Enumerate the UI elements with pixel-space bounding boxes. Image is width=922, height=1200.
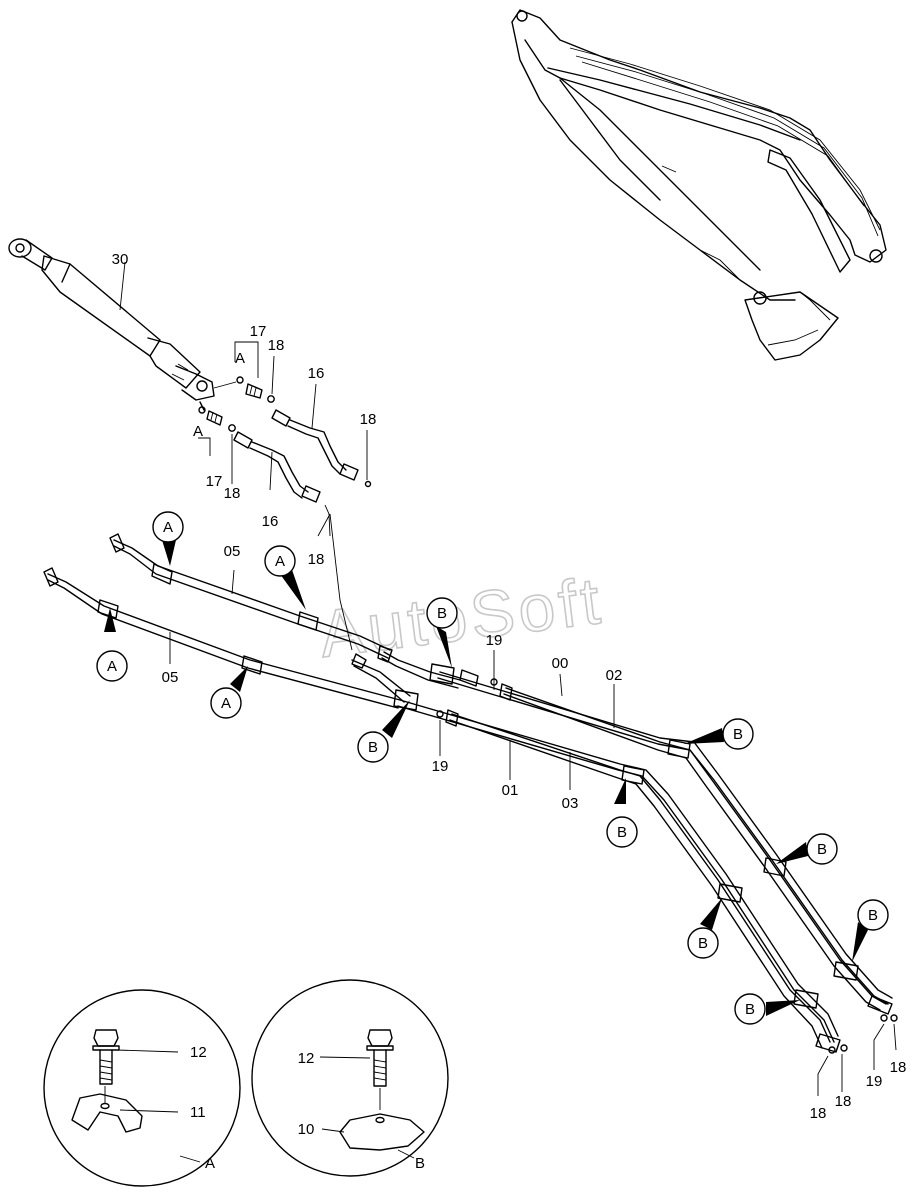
callout-tag-b: B bbox=[606, 816, 638, 848]
part-label: A bbox=[193, 423, 203, 440]
part-label: 17 bbox=[250, 323, 267, 340]
callout-pointers bbox=[104, 540, 868, 1016]
callout-tag-a: A bbox=[264, 545, 296, 577]
callout-tag-b: B bbox=[857, 899, 889, 931]
part-label: 02 bbox=[606, 667, 623, 684]
detail-view-caption: B bbox=[415, 1155, 425, 1172]
part-label: 19 bbox=[486, 632, 503, 649]
part-label: 19 bbox=[866, 1073, 883, 1090]
detail-view-a: 12 11 A bbox=[43, 989, 241, 1187]
svg-text:B: B bbox=[817, 841, 827, 858]
callout-tag-b: B bbox=[357, 731, 389, 763]
excavator-boom-arm-overview bbox=[511, 9, 887, 361]
part-label: 18 bbox=[224, 485, 241, 502]
callout-tag-b: B bbox=[426, 597, 458, 629]
part-label: 16 bbox=[308, 365, 325, 382]
detail-view-caption: A bbox=[205, 1155, 215, 1172]
svg-text:B: B bbox=[617, 824, 627, 841]
svg-text:B: B bbox=[745, 1001, 755, 1018]
part-label: 18 bbox=[890, 1059, 907, 1076]
long-pipes bbox=[119, 261, 898, 1096]
callout-tag-a: A bbox=[210, 687, 242, 719]
svg-text:B: B bbox=[698, 935, 708, 952]
arm-cylinder bbox=[8, 238, 215, 401]
part-label: 01 bbox=[502, 782, 519, 799]
svg-text:A: A bbox=[221, 695, 231, 712]
part-label: 10 bbox=[298, 1121, 315, 1138]
callout-tag-a: A bbox=[96, 650, 128, 682]
part-label: 05 bbox=[224, 543, 241, 560]
callout-tag-b: B bbox=[687, 927, 719, 959]
part-label: 05 bbox=[162, 669, 179, 686]
part-label: A bbox=[235, 350, 245, 367]
part-label: 03 bbox=[562, 795, 579, 812]
callout-tag-b: B bbox=[806, 833, 838, 865]
part-label: 18 bbox=[308, 551, 325, 568]
fittings-and-hoses bbox=[198, 341, 372, 651]
part-label: 18 bbox=[268, 337, 285, 354]
callout-tag-b: B bbox=[722, 718, 754, 750]
part-label: 19 bbox=[432, 758, 449, 775]
svg-text:B: B bbox=[868, 907, 878, 924]
detail-view-b: 12 10 B bbox=[251, 979, 449, 1177]
part-label: 18 bbox=[835, 1093, 852, 1110]
svg-text:A: A bbox=[107, 658, 117, 675]
part-label: 18 bbox=[810, 1105, 827, 1122]
part-label: 12 bbox=[190, 1044, 207, 1061]
callout-tag-a: A bbox=[152, 511, 184, 543]
part-label: 16 bbox=[262, 513, 279, 530]
part-label: 17 bbox=[206, 473, 223, 490]
svg-text:B: B bbox=[368, 739, 378, 756]
pipes-05 bbox=[43, 533, 401, 709]
part-label: 30 bbox=[112, 251, 129, 268]
part-label: 00 bbox=[552, 655, 569, 672]
svg-text:B: B bbox=[437, 605, 447, 622]
part-label: 18 bbox=[360, 411, 377, 428]
part-label: 11 bbox=[190, 1104, 206, 1121]
svg-text:A: A bbox=[275, 553, 285, 570]
callout-tag-b: B bbox=[734, 993, 766, 1025]
part-label: 12 bbox=[298, 1050, 315, 1067]
svg-text:A: A bbox=[163, 519, 173, 536]
svg-text:B: B bbox=[733, 726, 743, 743]
